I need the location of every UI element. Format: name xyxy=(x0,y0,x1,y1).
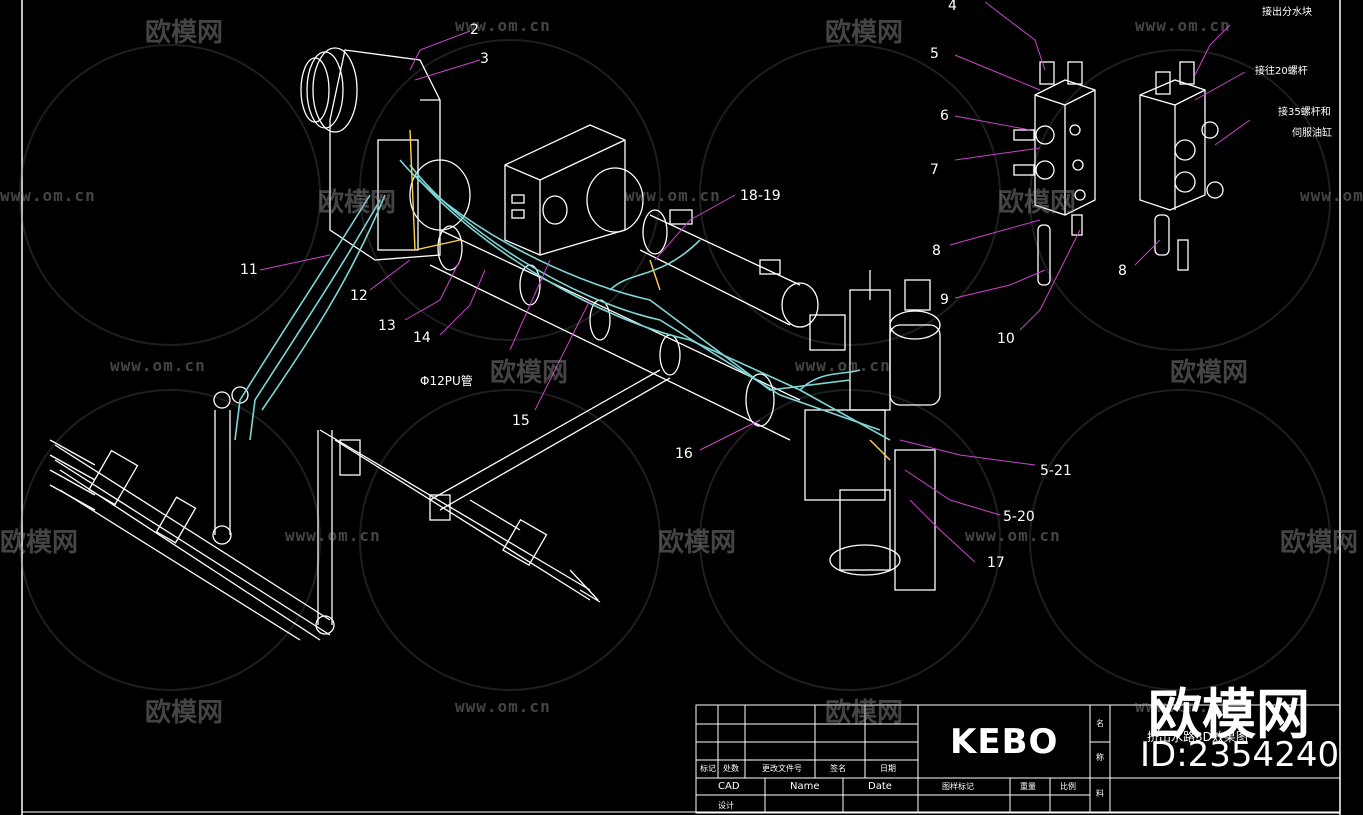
note-screw35-b: 伺服油缸 xyxy=(1292,128,1332,139)
drive-housing xyxy=(300,47,471,261)
watermark-brand: 欧模网 xyxy=(145,698,224,728)
watermark-brand: 欧模网 xyxy=(998,188,1077,218)
yellow-tubes xyxy=(409,129,891,461)
vertical-unit xyxy=(804,270,941,591)
tb-cad: CAD xyxy=(718,781,740,792)
callout-8-right: 8 xyxy=(1118,263,1127,279)
watermark-brand: 欧模网 xyxy=(0,528,79,558)
barrel xyxy=(429,225,801,441)
tb-date-cn: 日期 xyxy=(880,764,896,773)
valve-block-2 xyxy=(1139,61,1224,271)
callout-16: 16 xyxy=(675,446,693,462)
watermark-brand: 欧模网 xyxy=(1170,358,1249,388)
tb-stage-mark: 图样标记 xyxy=(942,782,974,791)
water-tubes xyxy=(234,159,891,441)
callout-8: 8 xyxy=(932,243,941,259)
callout-5-20: 5-20 xyxy=(1003,509,1035,525)
callout-pu-tube: Φ12PU管 xyxy=(420,374,473,388)
gearbox xyxy=(504,124,644,256)
callout-17: 17 xyxy=(987,555,1005,571)
tb-name: Name xyxy=(790,781,820,792)
tb-mark: 标记 xyxy=(700,764,716,773)
watermark-url: www.om.cn xyxy=(455,16,551,35)
callout-11: 11 xyxy=(240,262,258,278)
watermark-brand: 欧模网 xyxy=(658,528,737,558)
callout-13: 13 xyxy=(378,318,396,334)
watermark-brand: 欧模网 xyxy=(145,18,224,48)
callout-9: 9 xyxy=(940,292,949,308)
watermark-url: www.om.cn xyxy=(1135,16,1231,35)
watermark-url: www.om.cn xyxy=(0,186,96,205)
stamp-id: ID:2354240 xyxy=(1140,735,1340,775)
tb-design: 设计 xyxy=(718,801,734,810)
watermark-brand: 欧模网 xyxy=(1280,528,1359,558)
watermark-url: www.om.cn xyxy=(110,356,206,375)
tb-side-mark: 料 xyxy=(1096,789,1104,798)
tb-scale: 比例 xyxy=(1060,782,1076,791)
callout-3: 3 xyxy=(480,51,489,67)
kebo-logo: KEBO xyxy=(950,722,1059,762)
callout-5-21: 5-21 xyxy=(1040,463,1072,479)
tb-date: Date xyxy=(868,781,892,792)
tb-count: 处数 xyxy=(723,764,739,773)
tb-side-drawing: 称 xyxy=(1096,753,1104,762)
callout-10: 10 xyxy=(997,331,1015,347)
callout-18-19: 18-19 xyxy=(740,188,781,204)
note-screw20: 接往20螺杆 xyxy=(1255,66,1308,77)
drawing-title: 挤出水路3D效果图 xyxy=(1147,730,1248,744)
tb-weight: 重量 xyxy=(1020,782,1036,791)
pipe-frame xyxy=(49,369,671,641)
title-block-lines xyxy=(695,704,1341,814)
watermark-brand: 欧模网 xyxy=(318,188,397,218)
watermark-circles xyxy=(19,39,1331,691)
tb-sign: 签名 xyxy=(830,764,846,773)
callout-2: 2 xyxy=(470,22,479,38)
callout-15: 15 xyxy=(512,413,530,429)
watermark-url: www.om.cn xyxy=(285,526,381,545)
callout-7: 7 xyxy=(930,162,939,178)
callout-12: 12 xyxy=(350,288,368,304)
note-water-block: 接出分水块 xyxy=(1262,7,1312,18)
callout-4: 4 xyxy=(948,0,957,14)
watermark-brand: 欧模网 xyxy=(490,358,569,388)
valve-block-1 xyxy=(1013,61,1096,286)
watermark-brand: 欧模网 xyxy=(825,18,904,48)
watermark-url: www.om.cn xyxy=(795,356,891,375)
tb-change-doc: 更改文件号 xyxy=(762,764,802,773)
watermark-url: www.om.cn xyxy=(625,186,721,205)
callout-14: 14 xyxy=(413,330,431,346)
watermark-url: www.om.cn xyxy=(965,526,1061,545)
callout-6: 6 xyxy=(940,108,949,124)
note-screw35-a: 接35螺杆和 xyxy=(1278,107,1331,118)
tb-side-name: 名 xyxy=(1096,719,1104,728)
leader-lines xyxy=(259,1,1251,563)
watermark-url: www.om.cn xyxy=(1135,697,1231,716)
callout-5: 5 xyxy=(930,46,939,62)
servo-motor xyxy=(639,209,819,328)
stamp-brand: 欧模网 xyxy=(1148,683,1310,746)
watermark-url: www.om.cn xyxy=(1300,186,1363,205)
watermark-brand: 欧模网 xyxy=(825,698,904,728)
watermark-url: www.om.cn xyxy=(455,697,551,716)
